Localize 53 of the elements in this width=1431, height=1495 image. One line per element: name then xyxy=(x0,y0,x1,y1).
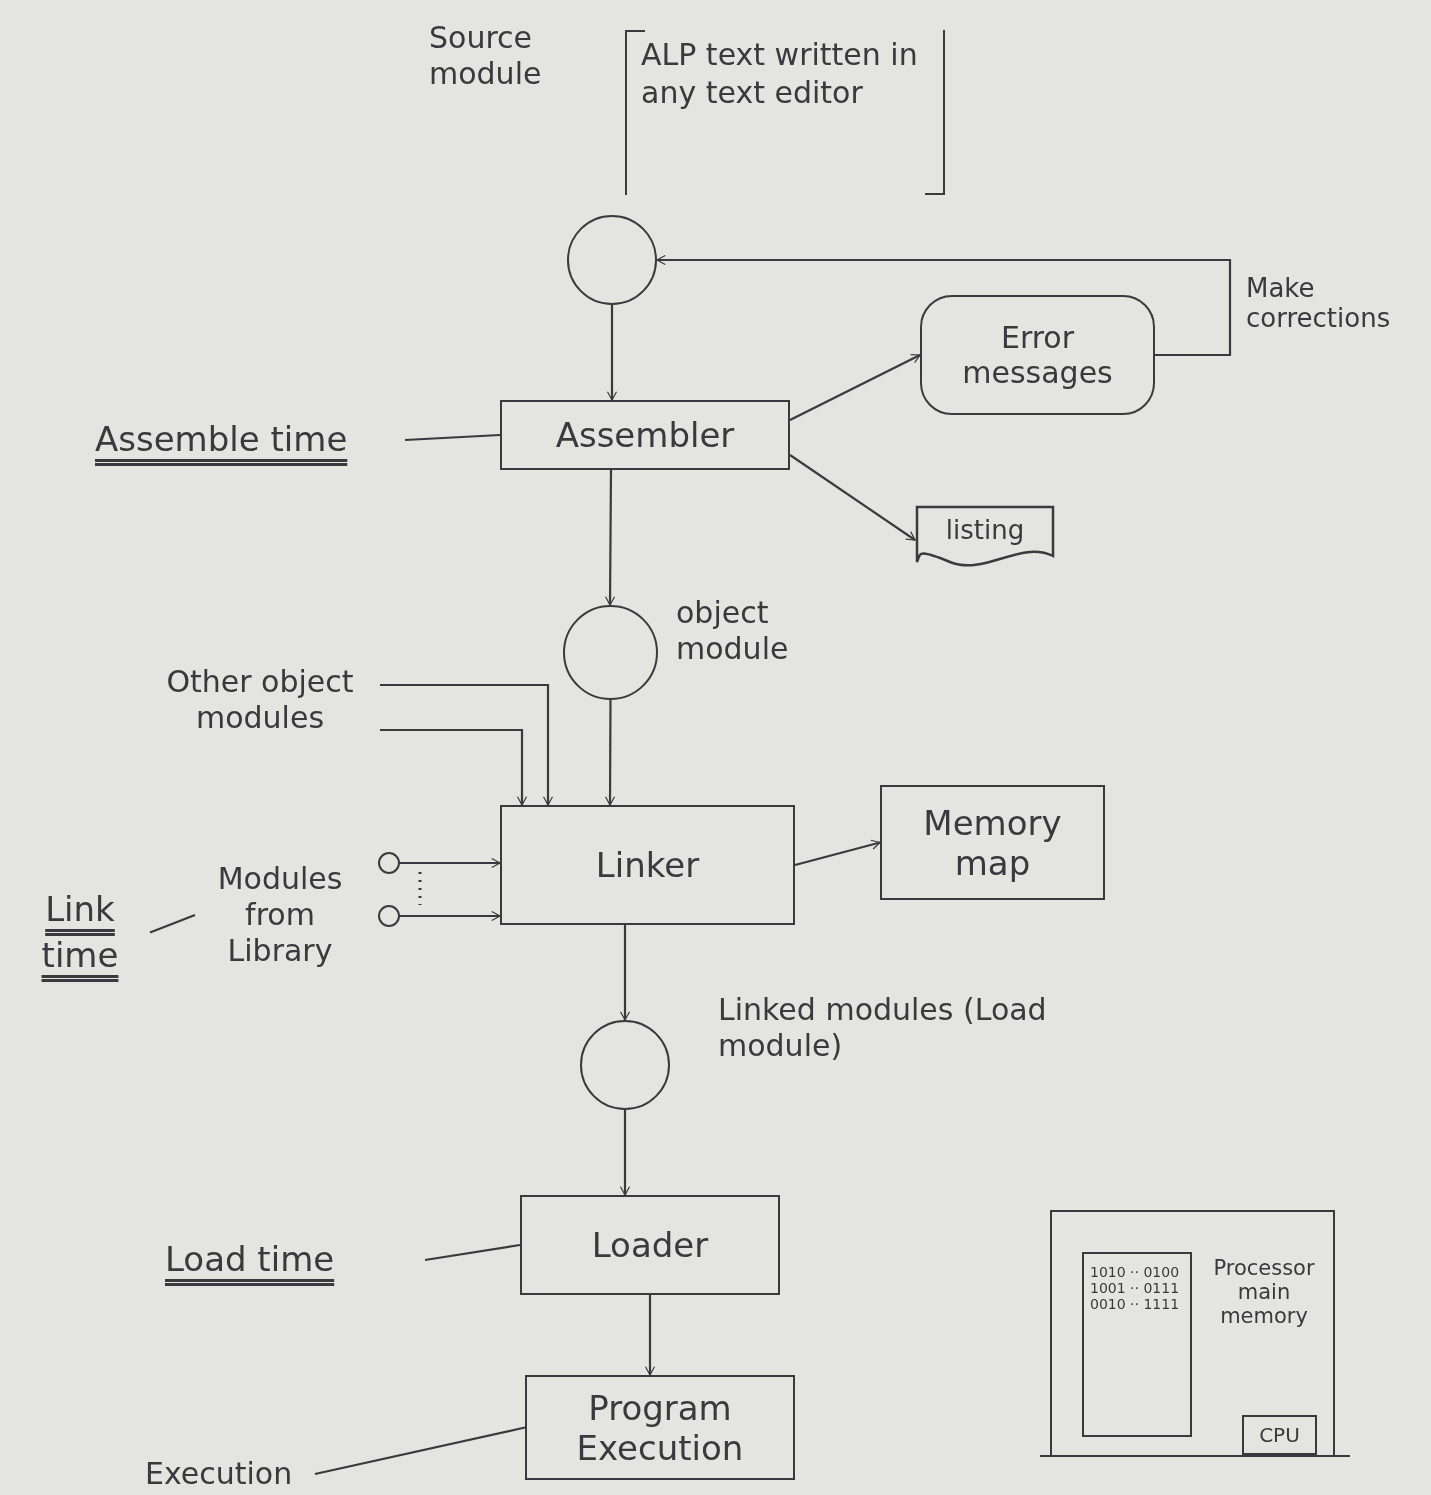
arrow xyxy=(606,305,618,401)
output-box xyxy=(920,295,1155,415)
arrow xyxy=(400,910,501,922)
arrow xyxy=(619,1110,631,1196)
cpu-box xyxy=(1242,1415,1317,1455)
small-circle xyxy=(378,905,400,927)
node-caption: Linked modules (Load module) xyxy=(718,992,1048,1064)
arrow xyxy=(644,1295,656,1376)
connector-line xyxy=(424,1243,521,1262)
box-label: Memory map xyxy=(922,802,1063,883)
processor-box xyxy=(1050,1210,1335,1455)
arrow xyxy=(400,857,501,869)
process-box xyxy=(520,1195,780,1295)
arrow xyxy=(619,925,631,1021)
binary-row-text: 1001 ·· 0111 xyxy=(1090,1280,1181,1296)
connector-line xyxy=(314,1426,526,1476)
document-shape xyxy=(915,505,1055,570)
node-caption: Source module xyxy=(429,20,543,92)
connector-line xyxy=(149,913,196,934)
connector-line xyxy=(404,433,501,442)
arrow xyxy=(656,254,1232,357)
arrow xyxy=(789,454,916,541)
box-label: Loader xyxy=(591,1225,709,1265)
process-box xyxy=(500,400,790,470)
input-label-text: Other object modules xyxy=(165,664,355,736)
box-label: Error messages xyxy=(961,320,1114,390)
small-circle xyxy=(378,852,400,874)
arrow xyxy=(794,839,881,867)
arrow xyxy=(604,700,616,806)
box-label: Processor main memory xyxy=(1212,1256,1316,1328)
time-label-text: Execution xyxy=(145,1456,293,1492)
box-label: Linker xyxy=(595,845,700,885)
arrow xyxy=(789,354,921,421)
input-label-text: Modules from Library xyxy=(216,861,344,969)
time-label-text: Assemble time xyxy=(95,418,348,462)
box-label: Program Execution xyxy=(575,1387,745,1468)
memory-box xyxy=(1082,1252,1192,1437)
binary-row-text: 0010 ·· 1111 xyxy=(1090,1296,1181,1312)
source-text: ALP text written in any text editor xyxy=(641,36,919,111)
process-box xyxy=(500,805,795,925)
box-label: listing xyxy=(945,515,1025,545)
arrow xyxy=(604,470,616,606)
arrow xyxy=(380,683,554,806)
time-label-text: Link time xyxy=(40,887,120,977)
box-label: CPU xyxy=(1259,1423,1300,1447)
circle-node xyxy=(567,215,657,305)
node-caption: object module xyxy=(676,595,790,667)
binary-row-text: 1010 ·· 0100 xyxy=(1090,1264,1181,1280)
box-label: Assembler xyxy=(555,415,735,455)
process-box xyxy=(525,1375,795,1480)
time-label-text: Load time xyxy=(165,1238,335,1282)
arrow xyxy=(380,728,528,806)
output-box xyxy=(880,785,1105,900)
